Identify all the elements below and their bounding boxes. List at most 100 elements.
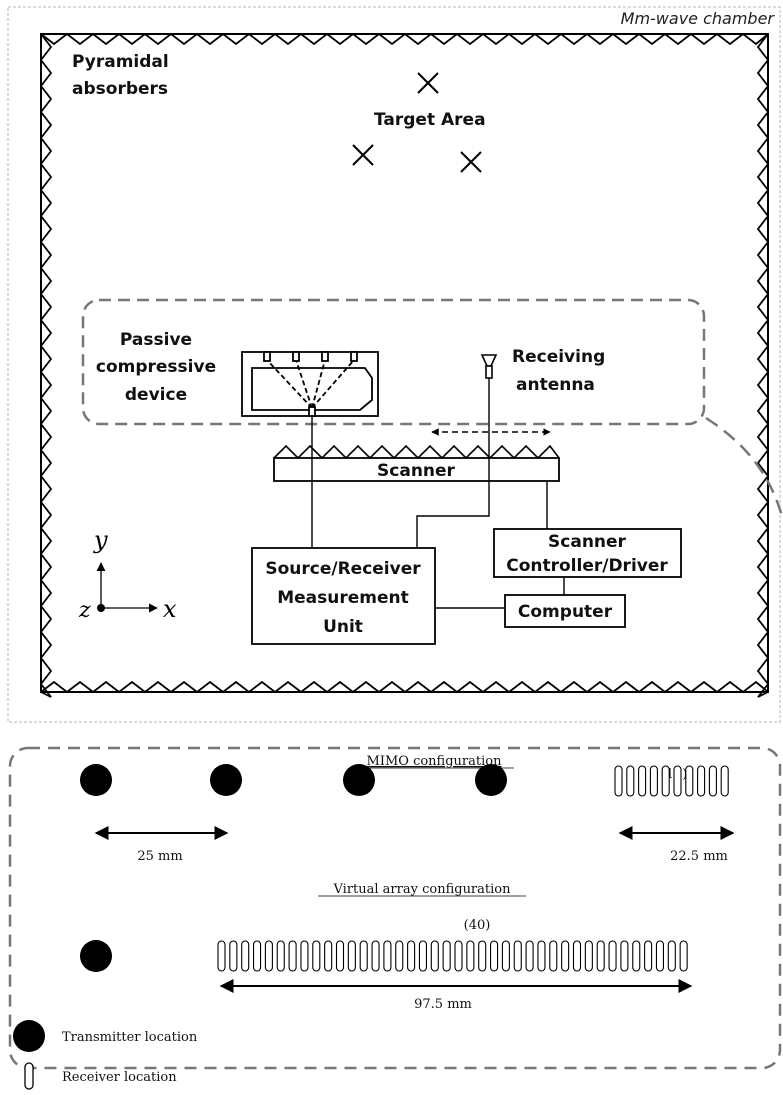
receiver-element (312, 940, 321, 972)
source-label-1: Source/Receiver (265, 559, 421, 579)
receiver-element (407, 940, 416, 972)
receiving-antenna-icon (480, 354, 498, 379)
mimo-transmitters (80, 764, 507, 796)
receiver-element (620, 940, 629, 972)
tx-spacing-label: 25 mm (137, 849, 182, 864)
receiver-element (596, 940, 605, 972)
receiver-element (638, 765, 647, 797)
target-cross-icon (460, 151, 482, 173)
scanner-controller-box (493, 528, 682, 578)
receiver-element (241, 940, 250, 972)
receiver-element (288, 940, 297, 972)
receiver-element (229, 940, 238, 972)
source-receiver-box (251, 547, 436, 645)
virtual-title: Virtual array configuration (333, 882, 512, 897)
array-config-panel (8, 746, 782, 1070)
receiver-element (442, 940, 451, 972)
transmitter-dot (210, 764, 242, 796)
coordinate-axes (96, 562, 158, 613)
receiver-element (614, 765, 623, 797)
z-axis-label: z (78, 598, 91, 623)
zoom-region (81, 298, 706, 426)
receiver-element (679, 940, 688, 972)
receiver-element (673, 765, 682, 797)
passive-compressive-device (241, 351, 379, 417)
z-axis-dot (97, 604, 105, 612)
receiver-legend-icon (24, 1062, 34, 1090)
virtual-span-label: 97.5 mm (414, 997, 472, 1012)
virtual-transmitter-dot (80, 940, 112, 972)
receiver-element (430, 940, 439, 972)
receiver-element (667, 940, 676, 972)
computer-box (504, 594, 626, 628)
receiver-element (549, 940, 558, 972)
receiver-element (644, 940, 653, 972)
receiver-element (513, 940, 522, 972)
receiver-element (649, 765, 658, 797)
controller-label-1: Scanner (548, 532, 627, 552)
receiver-element (661, 765, 670, 797)
controller-label-2: Controller/Driver (506, 556, 668, 576)
pyramidal-absorbers (39, 32, 770, 698)
chamber-outline (7, 6, 781, 723)
source-label-3: Unit (323, 617, 363, 637)
receiver-element (501, 940, 510, 972)
receiver-element (489, 940, 499, 972)
mimo-receivers (614, 765, 729, 797)
receiver-element (335, 940, 345, 972)
receiver-element (466, 940, 475, 972)
receiver-element (478, 940, 487, 972)
device-label-3: device (125, 385, 187, 405)
receiver-element (561, 940, 570, 972)
transmitter-legend-icon (13, 1020, 45, 1052)
antenna-label-2: antenna (516, 375, 595, 395)
receiver-element (347, 940, 356, 972)
chamber-title: Mm-wave chamber (621, 9, 776, 28)
device-label-1: Passive (120, 330, 192, 350)
transmitter-dot (343, 764, 375, 796)
scanner-rail (273, 457, 560, 482)
receiver-element (685, 765, 694, 797)
mimo-title: MIMO configuration (367, 754, 503, 769)
absorbers-label-2: absorbers (72, 79, 168, 99)
receiver-element (572, 940, 582, 972)
receiver-element (324, 940, 333, 972)
receiver-element (632, 940, 641, 972)
device-label-2: compressive (96, 357, 216, 377)
receiver-element (276, 940, 285, 972)
target-cross-icon (352, 144, 374, 166)
virtual-receivers (217, 940, 688, 972)
receiver-element (720, 765, 729, 797)
receiver-element (418, 940, 428, 972)
target-area-label: Target Area (374, 110, 486, 130)
receiver-legend-label: Receiver location (62, 1070, 177, 1085)
connection-wires (311, 378, 565, 609)
receiver-element (608, 940, 617, 972)
transmitter-dot (80, 764, 112, 796)
receiver-element (626, 765, 635, 797)
rx-span-label: 22.5 mm (670, 849, 728, 864)
x-axis-label: x (163, 595, 177, 623)
receiver-element (525, 940, 534, 972)
receiver-element (537, 940, 546, 972)
receiver-element (454, 940, 463, 972)
scanner-label: Scanner (377, 461, 456, 481)
receiver-element (655, 940, 665, 972)
receiver-element (371, 940, 380, 972)
receiver-element (300, 940, 309, 972)
receiver-element (395, 940, 404, 972)
antenna-label-1: Receiving (512, 347, 605, 367)
transmitter-dot (475, 764, 507, 796)
zoom-connector (705, 416, 783, 521)
receiver-element (217, 940, 226, 972)
y-axis-label: y (93, 526, 108, 554)
receiver-element (253, 940, 262, 972)
source-label-2: Measurement (277, 588, 409, 608)
transmitter-legend-label: Transmitter location (62, 1030, 198, 1045)
receiver-element (584, 940, 593, 972)
scanner-absorber-teeth (273, 444, 560, 460)
computer-label: Computer (518, 602, 613, 622)
receiver-element (697, 765, 706, 797)
receiver-element (708, 765, 717, 797)
